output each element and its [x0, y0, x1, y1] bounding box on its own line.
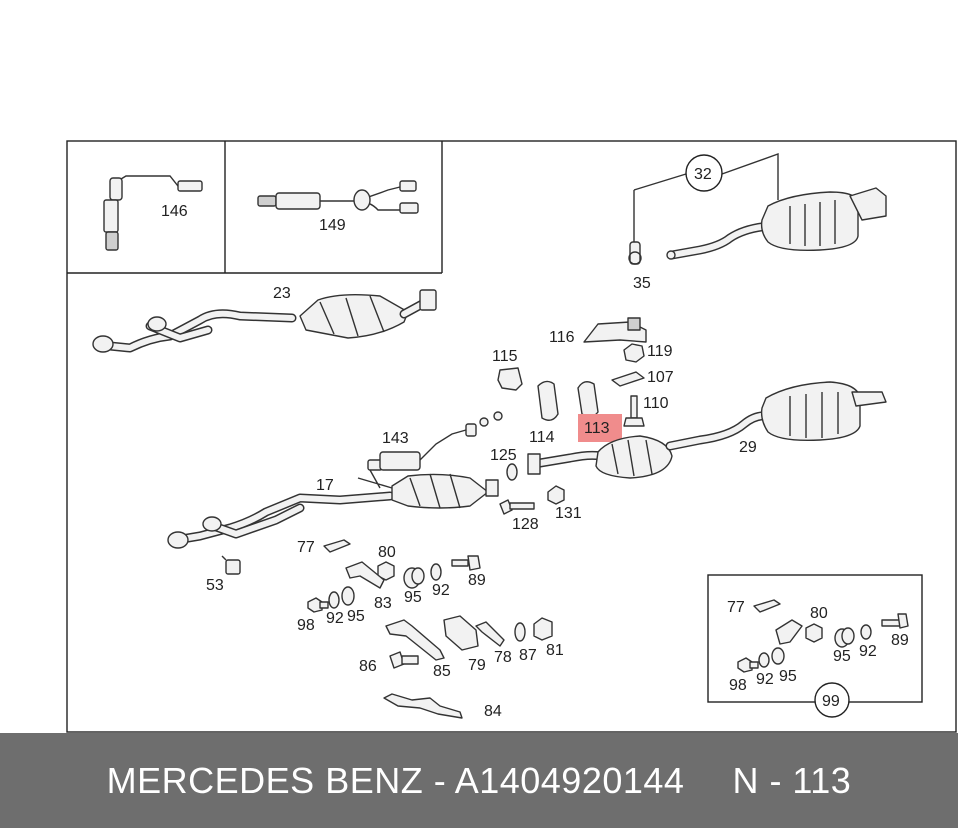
- rear-muffler-32[interactable]: [666, 187, 887, 260]
- detail-bolt-98[interactable]: [737, 657, 759, 673]
- detail-label-89: 89: [891, 632, 909, 649]
- label-86: 86: [359, 658, 377, 675]
- highlight-box-113: [578, 414, 622, 442]
- detail-label-98: 98: [729, 677, 747, 694]
- part-number-text: MERCEDES BENZ - A1404920144: [106, 759, 685, 801]
- bracket-79[interactable]: [443, 615, 479, 651]
- label-92-left: 92: [326, 610, 344, 627]
- bolt-53[interactable]: [221, 555, 241, 575]
- plate-107[interactable]: [611, 371, 645, 387]
- label-79: 79: [468, 657, 486, 674]
- detail-label-92: 92: [859, 643, 877, 660]
- leader-32: [633, 153, 779, 242]
- detail-label-95b: 95: [779, 668, 797, 685]
- oxygen-sensor-146[interactable]: [103, 175, 203, 251]
- detail-nut-80[interactable]: [805, 623, 823, 643]
- seal-125[interactable]: [506, 463, 518, 481]
- callout-circle-99: [814, 682, 850, 718]
- label-116: 116: [549, 329, 575, 346]
- bracket-78[interactable]: [475, 621, 505, 647]
- label-89: 89: [468, 572, 486, 589]
- label-107: 107: [647, 369, 674, 386]
- label-32: 32: [694, 166, 712, 183]
- label-125: 125: [490, 447, 517, 464]
- label-53: 53: [206, 577, 224, 594]
- detail-label-80: 80: [810, 605, 828, 622]
- label-29: 29: [739, 439, 757, 456]
- rubber-mount-115[interactable]: [497, 367, 523, 391]
- label-85: 85: [433, 663, 451, 680]
- label-119: 119: [647, 343, 673, 360]
- clamp-35[interactable]: [628, 241, 642, 265]
- position-text: N - 113: [732, 759, 852, 801]
- label-23: 23: [273, 285, 291, 302]
- label-143: 143: [382, 430, 409, 447]
- detail-bolt-89[interactable]: [881, 613, 909, 629]
- detail-label-92b: 92: [756, 671, 774, 688]
- detail-washer-92b[interactable]: [758, 652, 770, 668]
- label-77: 77: [297, 539, 315, 556]
- front-exhaust-17[interactable]: [167, 469, 499, 549]
- bracket-84[interactable]: [383, 693, 463, 719]
- label-81: 81: [546, 642, 564, 659]
- label-114: 114: [529, 429, 555, 446]
- label-113: 113: [584, 420, 610, 437]
- bolt-110[interactable]: [623, 395, 645, 427]
- bracket-77[interactable]: [323, 539, 351, 553]
- oxygen-sensor-143[interactable]: [367, 411, 503, 471]
- label-87: 87: [519, 647, 537, 664]
- bracket-116[interactable]: [583, 317, 647, 343]
- label-80: 80: [378, 544, 396, 561]
- label-92: 92: [432, 582, 450, 599]
- diagram-frame: [66, 140, 957, 733]
- callout-circle-32: [685, 154, 723, 192]
- bolt-89[interactable]: [451, 555, 481, 571]
- label-115: 115: [492, 348, 518, 365]
- rear-muffler-29[interactable]: [527, 381, 887, 479]
- washer-87[interactable]: [514, 622, 526, 642]
- label-149: 149: [319, 217, 346, 234]
- detail-washer-92[interactable]: [860, 624, 872, 640]
- part-number-footer: MERCEDES BENZ - A1404920144 N - 113: [0, 733, 958, 828]
- detail-label-77: 77: [727, 599, 745, 616]
- bolt-128[interactable]: [499, 499, 535, 515]
- rubber-mount-113[interactable]: [577, 381, 599, 418]
- detail-rubber-95[interactable]: [834, 627, 855, 648]
- detail-label-95: 95: [833, 648, 851, 665]
- label-35: 35: [633, 275, 651, 292]
- bolt-86[interactable]: [389, 651, 419, 669]
- nut-119[interactable]: [623, 343, 645, 363]
- detail-bracket[interactable]: [775, 619, 803, 645]
- washer-92-left[interactable]: [328, 591, 340, 609]
- label-99: 99: [822, 693, 840, 710]
- label-17: 17: [316, 477, 334, 494]
- label-146: 146: [161, 203, 188, 220]
- nut-81[interactable]: [533, 617, 553, 641]
- bracket-85[interactable]: [385, 619, 445, 661]
- label-98: 98: [297, 617, 315, 634]
- label-110: 110: [643, 395, 669, 412]
- hanger-114[interactable]: [537, 380, 559, 421]
- nut-131[interactable]: [547, 485, 565, 505]
- label-95: 95: [404, 589, 422, 606]
- label-84: 84: [484, 703, 502, 720]
- bracket-83[interactable]: [345, 561, 385, 589]
- label-78: 78: [494, 649, 512, 666]
- label-95-left: 95: [347, 608, 365, 625]
- detail-rubber-95b[interactable]: [771, 647, 785, 665]
- bolt-98[interactable]: [307, 597, 329, 613]
- exhaust-assembly-23[interactable]: [92, 289, 437, 353]
- rubber-95-left[interactable]: [341, 586, 355, 606]
- washer-92[interactable]: [430, 563, 442, 581]
- label-83: 83: [374, 595, 392, 612]
- detail-bracket-77[interactable]: [753, 599, 781, 613]
- label-128: 128: [512, 516, 539, 533]
- oxygen-sensor-149[interactable]: [257, 180, 419, 214]
- rubber-95[interactable]: [403, 567, 425, 589]
- exhaust-parts-diagram: 146 149 32 35: [66, 140, 957, 733]
- label-131: 131: [555, 505, 582, 522]
